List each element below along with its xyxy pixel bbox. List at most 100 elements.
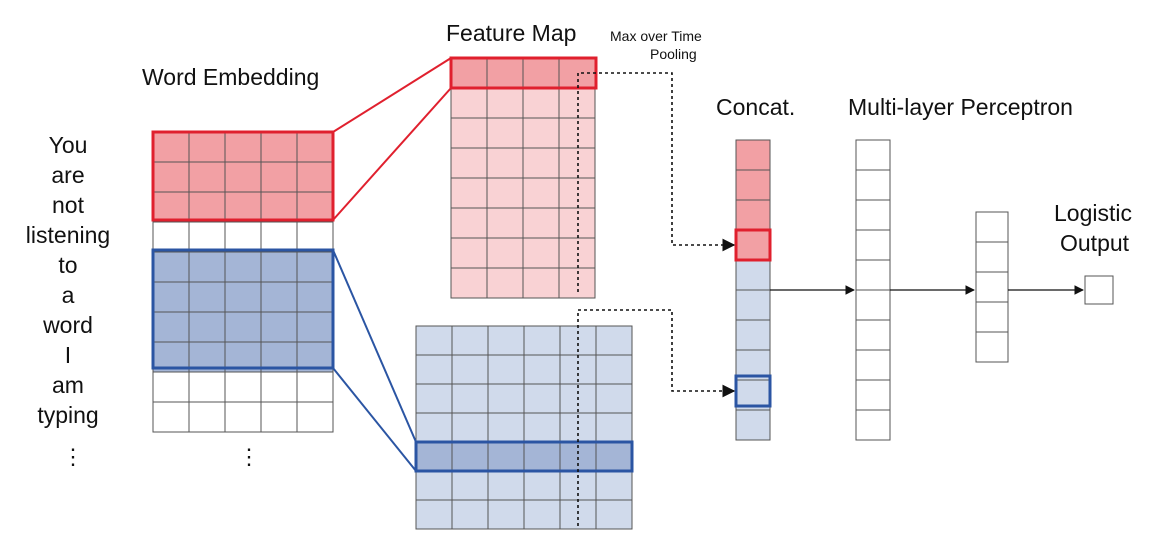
feature-map-blue-cell: [487, 470, 525, 501]
embedding-cell: [188, 161, 226, 193]
feature-map-red-cell: [558, 237, 596, 269]
concat-blue-slot: [734, 374, 772, 408]
red-projection-line: [332, 87, 452, 221]
feature-map-red-cell: [558, 87, 596, 119]
embedding-cell: [296, 251, 334, 283]
sentence-word: listening: [25, 222, 111, 248]
feature-map-red: [449, 56, 598, 299]
feature-map-blue-cell: [415, 383, 453, 414]
mlp-label: Multi-layer Perceptron: [848, 94, 1073, 120]
embedding-ellipsis: ⋮: [238, 444, 260, 469]
feature-map-blue-cell: [415, 325, 453, 356]
mlp-hidden-unit: [975, 331, 1009, 363]
red-projection-line: [332, 57, 452, 133]
embedding-cell: [260, 401, 298, 433]
mlp-hidden-unit: [855, 349, 891, 381]
embedding-cell: [260, 251, 298, 283]
concat-cell: [735, 409, 771, 441]
sentence-word: You: [48, 132, 88, 158]
embedding-cell: [152, 161, 190, 193]
embedding-cell: [188, 221, 226, 253]
feature-map-blue-cell: [415, 354, 453, 385]
feature-map-red-cell: [558, 177, 596, 209]
sentence-word: are: [51, 162, 85, 188]
feature-map-blue-cell: [523, 470, 561, 501]
feature-map-red-cell: [486, 237, 524, 269]
sentence-word: not: [52, 192, 84, 218]
embedding-cell: [224, 281, 262, 313]
embedding-cell: [224, 161, 262, 193]
output-label-line2: Output: [1060, 230, 1130, 256]
sentence-word: word: [43, 312, 93, 338]
embedding-cell: [188, 131, 226, 163]
mlp-layer-2: [975, 211, 1009, 363]
concat-red-slot: [734, 228, 772, 262]
output-label-line1: Logistic: [1054, 200, 1132, 226]
feature-map-blue-cell: [415, 470, 453, 501]
embedding-cell: [296, 281, 334, 313]
embedding-cell: [296, 221, 334, 253]
feature-map-blue-cell: [451, 412, 489, 443]
feature-map-blue-cell: [523, 441, 561, 472]
feature-map-red-cell: [558, 207, 596, 239]
feature-map-blue-cell: [523, 412, 561, 443]
embedding-cell: [224, 131, 262, 163]
embedding-cell: [260, 161, 298, 193]
blue-max-row-highlight: [414, 440, 634, 473]
feature-map-blue-cell: [415, 412, 453, 443]
feature-map-red-cell: [486, 207, 524, 239]
embedding-cell: [260, 281, 298, 313]
feature-map-red-cell: [522, 147, 560, 179]
feature-map-blue-cell: [595, 325, 633, 356]
concat-cell: [735, 199, 771, 231]
feature-map-red-cell: [522, 267, 560, 299]
feature-map-blue-cell: [487, 383, 525, 414]
feature-map-blue-cell: [451, 441, 489, 472]
sentence-word: to: [58, 252, 78, 278]
feature-map-blue-cell: [523, 325, 561, 356]
pooling-label-line1: Max over Time: [610, 28, 702, 44]
feature-map-blue-cell: [451, 470, 489, 501]
feature-map-red-cell: [522, 117, 560, 149]
concat-cell: [735, 259, 771, 291]
mlp-hidden-unit: [855, 409, 891, 441]
feature-map-red-cell: [486, 117, 524, 149]
concat-cell: [735, 319, 771, 351]
sentence-word: I: [64, 342, 72, 368]
mlp-hidden-unit: [975, 241, 1009, 273]
embedding-cell: [152, 311, 190, 343]
concat-cell: [735, 139, 771, 171]
feature-map-red-cell: [522, 57, 560, 89]
feature-map-blue-cell: [451, 354, 489, 385]
feature-map-blue-cell: [415, 499, 453, 530]
embedding-cell: [188, 191, 226, 223]
concat-cell: [735, 229, 771, 261]
embedding-cell: [296, 131, 334, 163]
embedding-cell: [152, 191, 190, 223]
blue-projection-line: [332, 249, 417, 443]
feature-map-blue-cell: [523, 383, 561, 414]
feature-map-blue-cell: [595, 470, 633, 501]
concat-cell: [735, 289, 771, 321]
embedding-cell: [152, 131, 190, 163]
mlp-hidden-unit: [855, 289, 891, 321]
feature-map-red-cell: [522, 207, 560, 239]
feature-map-red-cell: [486, 87, 524, 119]
embedding-cell: [260, 131, 298, 163]
embedding-cell: [188, 251, 226, 283]
embedding-cell: [260, 371, 298, 403]
feature-map-red-cell: [522, 87, 560, 119]
embedding-cell: [152, 251, 190, 283]
feature-map-red-cell: [486, 147, 524, 179]
pooling-label-line2: Pooling: [650, 46, 697, 62]
feature-map-blue-cell: [595, 412, 633, 443]
embedding-cell: [296, 401, 334, 433]
mlp-hidden-unit: [855, 169, 891, 201]
pooling-arrow-red: [577, 72, 736, 292]
embedding-cell: [224, 191, 262, 223]
feature-map-blue-cell: [523, 354, 561, 385]
feature-map-red-cell: [450, 177, 488, 209]
blue-filter-window: [151, 248, 335, 370]
